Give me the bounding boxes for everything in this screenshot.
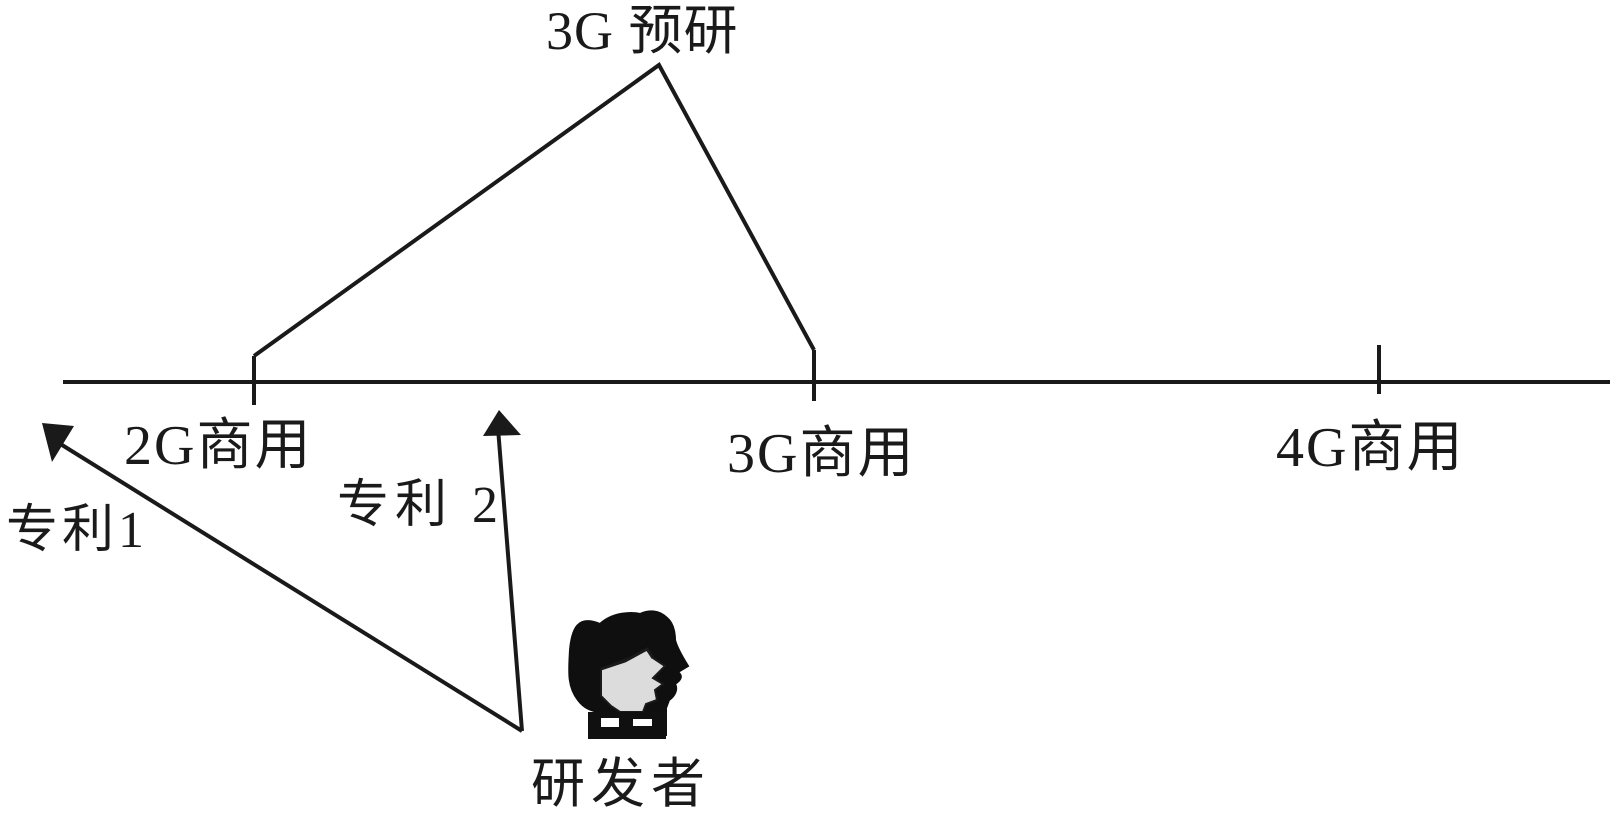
research-3g-peak	[252, 62, 816, 358]
patent-2-label: 专利 2	[337, 477, 505, 534]
research-3g-label: 3G 预研	[546, 1, 739, 61]
patent-1-label: 专利1	[6, 502, 149, 559]
developer-label: 研发者	[531, 754, 711, 814]
patent-2-arrowhead	[483, 410, 521, 436]
commercial-4g-label: 4G商用	[1276, 417, 1465, 479]
patent-2-arrow	[496, 427, 524, 732]
patent-1-arrowhead	[42, 423, 74, 462]
person-silhouette-icon	[568, 610, 690, 739]
patent-1-arrow	[52, 438, 524, 733]
commercial-2g-label: 2G商用	[124, 415, 313, 477]
commercial-3g-label: 3G商用	[727, 423, 916, 485]
